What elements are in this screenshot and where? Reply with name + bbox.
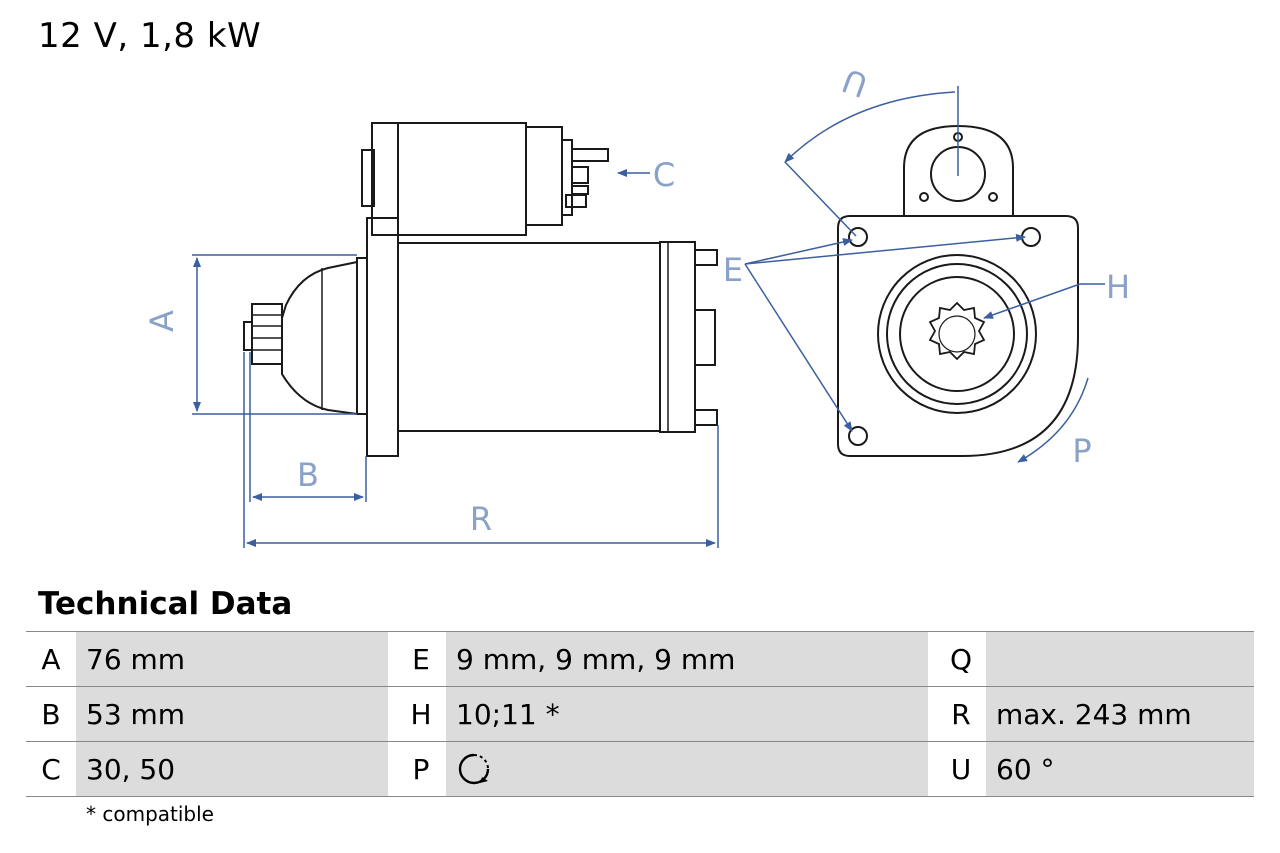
side-view-dimensions bbox=[192, 169, 719, 548]
mounting-flange bbox=[366, 217, 399, 457]
spec-key: B bbox=[26, 686, 76, 742]
spec-key: H bbox=[396, 686, 446, 742]
table-row: C 30, 50 P U 60 ° bbox=[26, 741, 1254, 797]
pilot-outer bbox=[877, 254, 1037, 414]
technical-data-table: A 76 mm E 9 mm, 9 mm, 9 mm Q B 53 mm H 1… bbox=[26, 631, 1254, 797]
spec-value: 30, 50 bbox=[76, 741, 388, 797]
terminal-30 bbox=[571, 148, 609, 162]
technical-data-heading: Technical Data bbox=[38, 586, 293, 622]
spec-key: Q bbox=[936, 631, 986, 687]
spec-key: C bbox=[26, 741, 76, 797]
product-title: 12 V, 1,8 kW bbox=[38, 16, 262, 56]
spec-value: 53 mm bbox=[76, 686, 388, 742]
spec-value-rotation bbox=[446, 741, 928, 797]
mounting-hole-1 bbox=[848, 227, 868, 247]
label-c: C bbox=[653, 156, 675, 194]
end-cap bbox=[659, 241, 696, 433]
spec-key: E bbox=[396, 631, 446, 687]
spec-value: 60 ° bbox=[986, 741, 1254, 797]
spec-value: max. 243 mm bbox=[986, 686, 1254, 742]
spec-key: A bbox=[26, 631, 76, 687]
solenoid-bracket bbox=[361, 149, 375, 207]
spec-key: P bbox=[396, 741, 446, 797]
spec-value: 76 mm bbox=[76, 631, 388, 687]
table-row: B 53 mm H 10;11 * R max. 243 mm bbox=[26, 686, 1254, 742]
mounting-hole-3 bbox=[848, 426, 868, 446]
starter-motor-drawing: A B R C U E H P bbox=[143, 61, 1130, 548]
label-h: H bbox=[1106, 268, 1130, 306]
footnote: * compatible bbox=[86, 802, 214, 826]
table-row: A 76 mm E 9 mm, 9 mm, 9 mm Q bbox=[26, 631, 1254, 687]
spec-value: 9 mm, 9 mm, 9 mm bbox=[446, 631, 928, 687]
label-u: U bbox=[837, 61, 872, 105]
spec-key: U bbox=[936, 741, 986, 797]
pinion-teeth bbox=[928, 301, 986, 361]
clockwise-rotation-icon bbox=[458, 753, 490, 785]
side-view bbox=[243, 122, 718, 457]
label-e: E bbox=[723, 251, 743, 289]
pinion-gear bbox=[251, 303, 283, 365]
motor-housing bbox=[397, 242, 661, 432]
label-a: A bbox=[143, 310, 181, 332]
label-b: B bbox=[297, 456, 319, 494]
solenoid-cap bbox=[525, 126, 563, 226]
label-r: R bbox=[470, 500, 492, 538]
spec-value bbox=[986, 631, 1254, 687]
spec-key: R bbox=[936, 686, 986, 742]
label-p: P bbox=[1072, 432, 1091, 470]
spec-value: 10;11 * bbox=[446, 686, 928, 742]
drive-housing bbox=[281, 261, 358, 415]
front-view-dimensions bbox=[744, 86, 1105, 463]
flange-plate bbox=[837, 215, 1079, 457]
